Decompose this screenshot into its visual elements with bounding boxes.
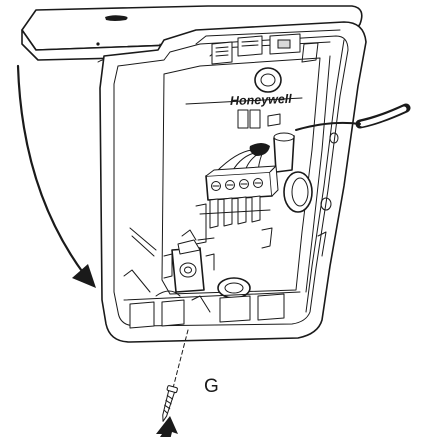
terminal-block: [195, 165, 279, 249]
right-details: [317, 132, 339, 257]
screw-icon: [162, 385, 178, 422]
side-knob: [283, 171, 313, 213]
step-label: G: [204, 376, 219, 397]
cable: [295, 103, 411, 131]
close-lid-arrow-icon: [16, 64, 96, 288]
top-components: [211, 33, 319, 65]
mounting-post: [273, 132, 295, 173]
brand-logo: Honeywell: [230, 92, 293, 108]
tamper-switch: [163, 229, 215, 293]
screw-axis: [171, 329, 189, 393]
brand-area: Honeywell: [185, 92, 303, 108]
upper-connector: [237, 109, 281, 129]
left-rails: [123, 227, 157, 293]
insert-screw-arrow-icon: [156, 416, 178, 437]
lid-logo-icon: [105, 15, 128, 21]
lens-hole: [254, 67, 282, 93]
bottom-ribs: [123, 290, 301, 329]
